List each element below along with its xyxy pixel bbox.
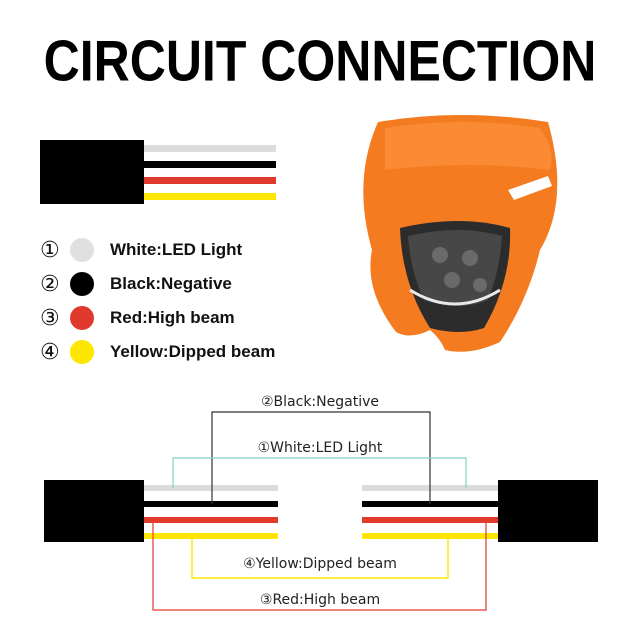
right-red-wire xyxy=(362,517,498,523)
legend-label: Yellow:Dipped beam xyxy=(110,342,276,361)
legend-label: Red:High beam xyxy=(110,308,235,327)
legend-label: White:LED Light xyxy=(110,240,243,259)
legend-number: ④ xyxy=(40,339,60,365)
left-white-wire xyxy=(144,485,278,491)
legend-number: ② xyxy=(40,271,60,297)
red-wire-label: ③Red:High beam xyxy=(256,592,384,608)
yellow-wire-label: ④Yellow:Dipped beam xyxy=(240,556,400,572)
left-red-wire xyxy=(144,517,278,523)
headlight-image xyxy=(363,115,558,352)
legend-item-black: ② Black:Negative xyxy=(40,270,232,298)
legend-item-red: ③ Red:High beam xyxy=(40,304,235,332)
legend-label: Black:Negative xyxy=(110,274,232,293)
white-wire-label: ①White:LED Light xyxy=(254,440,386,456)
black-wire xyxy=(144,161,276,168)
yellow-wire xyxy=(144,193,276,200)
top-cable xyxy=(40,140,276,204)
red-dot-icon xyxy=(70,306,94,330)
yellow-connection-line xyxy=(191,536,449,579)
white-wire xyxy=(144,145,276,152)
bottom-wiring xyxy=(44,411,598,611)
right-yellow-wire xyxy=(362,533,498,539)
legend-item-white: ① White:LED Light xyxy=(40,236,242,264)
left-cable-sheath xyxy=(44,480,144,542)
white-dot-icon xyxy=(70,238,94,262)
right-cable-sheath xyxy=(498,480,598,542)
left-black-wire xyxy=(144,501,278,507)
page-title: CIRCUIT CONNECTION xyxy=(43,28,597,94)
black-dot-icon xyxy=(70,272,94,296)
legend-item-yellow: ④ Yellow:Dipped beam xyxy=(40,338,275,366)
white-connection-line xyxy=(172,457,467,488)
left-yellow-wire xyxy=(144,533,278,539)
yellow-dot-icon xyxy=(70,340,94,364)
red-wire xyxy=(144,177,276,184)
legend-number: ① xyxy=(40,237,60,263)
cable-sheath xyxy=(40,140,144,204)
red-connection-line xyxy=(152,520,487,611)
black-wire-label: ②Black:Negative xyxy=(258,394,382,410)
legend-number: ③ xyxy=(40,305,60,331)
